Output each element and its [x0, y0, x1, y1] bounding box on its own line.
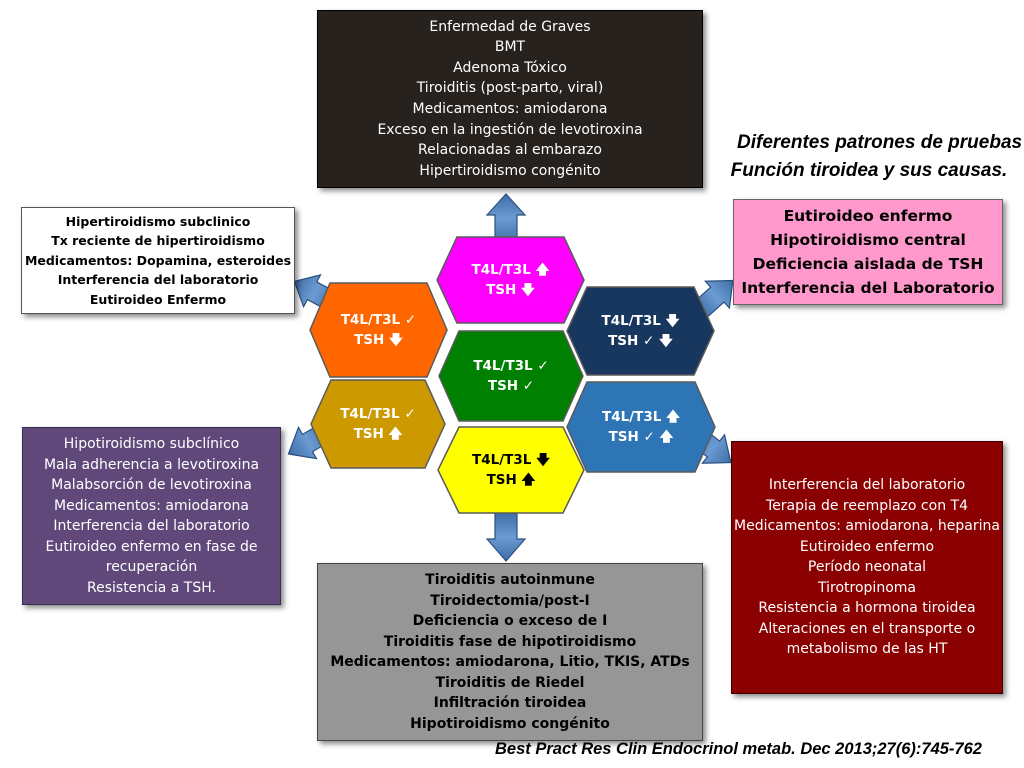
causes-box-right-item: Período neonatal — [807, 559, 927, 576]
causes-box-right-item: Resistencia a hormona tiroidea — [758, 600, 976, 617]
hexagon-upper-right-line-2: TSH ✓ 🡇 — [608, 333, 673, 349]
causes-box-bottom-item: Tiroidectomia/post-I — [430, 592, 590, 609]
hexagon-top — [436, 236, 585, 324]
causes-box-left-item: Interferencia del laboratorio — [53, 518, 250, 534]
causes-box-top-left-item: Eutiroideo Enfermo — [89, 291, 227, 307]
hexagon-top-label: T4L/T3L 🡅 TSH 🡇 — [437, 237, 584, 323]
causes-box-right-item: Alteraciones en el transporte o metaboli… — [758, 620, 976, 658]
causes-box-top-right-item: Deficiencia aislada de TSH — [752, 255, 984, 273]
hexagon-lower-left-label: T4L/T3L ✓ TSH 🡅 — [311, 380, 445, 468]
hexagon-upper-right — [566, 286, 715, 376]
hexagon-top-line-1: T4L/T3L 🡅 — [471, 261, 550, 278]
hexagon-lower-right-label: T4L/T3L 🡅 TSH ✓ 🡅 — [567, 382, 715, 472]
hexagon-lower-right-line-1: T4L/T3L 🡅 — [602, 408, 680, 425]
hexagon-upper-right-label: T4L/T3L 🡇 TSH ✓ 🡇 — [567, 287, 714, 375]
causes-box-bottom-item: Tiroiditis fase de hipotiroidismo — [383, 633, 637, 650]
hexagon-bottom — [437, 426, 585, 514]
causes-box-bottom-item: Tiroiditis autoinmune — [425, 572, 595, 588]
hexagon-lower-left — [310, 379, 446, 469]
hexagon-bottom-label: T4L/T3L 🡇 TSH 🡅 — [438, 427, 584, 513]
causes-box-bottom-item: Deficiencia o exceso de I — [412, 613, 608, 629]
hexagon-upper-left-line-2: TSH 🡇 — [354, 332, 403, 348]
citation: Best Pract Res Clin Endocrinol metab. De… — [495, 740, 982, 758]
causes-box-top-item: Adenoma Tóxico — [453, 59, 567, 76]
hexagon-lower-right — [566, 381, 716, 473]
causes-box-right-item: Medicamentos: amiodarona, heparina — [734, 518, 1000, 535]
hexagon-upper-left-line-1: T4L/T3L ✓ — [340, 311, 417, 328]
hexagon-upper-right-line-1: T4L/T3L 🡇 — [601, 312, 680, 329]
arrow-down — [485, 512, 527, 562]
slide-title-line-1: Diferentes patrones de pruebas de — [737, 132, 1024, 153]
hexagon-lower-left-line-2: TSH 🡅 — [353, 426, 403, 442]
hexagon-top-line-2: TSH 🡇 — [486, 282, 535, 298]
causes-box-right-item: Tirotropinoma — [818, 579, 916, 596]
hexagon-upper-left — [309, 282, 448, 378]
causes-box-top-right-item: Hipotiroidismo central — [770, 231, 966, 249]
causes-box-bottom-item: Medicamentos: amiodarona, Litio, TKIS, A… — [330, 654, 690, 670]
causes-box-top-item: Exceso en la ingestión de levotiroxina — [377, 121, 643, 138]
causes-box-bottom-item: Tiroiditis de Riedel — [435, 674, 585, 691]
causes-box-left-item: Mala adherencia a levotiroxina — [43, 456, 260, 473]
hexagon-lower-right-line-2: TSH ✓ 🡅 — [608, 429, 674, 445]
causes-box-right-item: Terapia de reemplazo con T4 — [766, 497, 968, 514]
causes-box-top-item: Medicamentos: amiodarona — [412, 101, 608, 117]
causes-box-top-item: Hipertiroidismo congénito — [419, 162, 601, 179]
causes-box-top-item: Tiroiditis (post-parto, viral) — [416, 80, 604, 97]
causes-box-bottom-item: Hipotiroidismo congénito — [410, 715, 610, 732]
causes-box-top-left-item: Tx reciente de hipertiroidismo — [51, 233, 265, 249]
causes-box-top-left: Hipertiroidismo subclinico Tx reciente de… — [21, 207, 295, 314]
hexagon-lower-left-line-1: T4L/T3L ✓ — [340, 405, 416, 422]
causes-box-top-left-item: Interferencia del laboratorio — [57, 272, 259, 288]
causes-box-left-item: Eutiroideo enfermo en fase de — [45, 538, 258, 555]
causes-box-right-item: Eutiroideo enfermo — [799, 538, 935, 555]
causes-box-top-item: BMT — [494, 39, 526, 56]
causes-box-top-right-item: Eutiroideo enfermo — [783, 207, 953, 225]
hexagon-center-line-2: TSH ✓ — [487, 378, 535, 394]
slide-title-line-2: Función tiroidea y sus causas. — [730, 160, 1008, 181]
causes-box-right-item: Interferencia del laboratorio — [768, 477, 966, 494]
causes-box-top-right-item: Interferencia del Laboratorio — [741, 279, 995, 297]
causes-box-left-item: Hipotiroidismo subclínico — [63, 436, 240, 452]
causes-box-left-item: Resistencia a TSH. — [87, 579, 216, 596]
causes-box-top-item: Relacionadas al embarazo — [418, 142, 602, 159]
causes-box-left-item: recuperación — [105, 559, 198, 575]
causes-box-left-item: Medicamentos: amiodarona — [54, 497, 249, 514]
hexagon-center-label: T4L/T3L ✓ TSH ✓ — [439, 331, 583, 421]
slide-title: Diferentes patrones de pruebas de Funció… — [714, 129, 1024, 185]
causes-box-top-left-item: Medicamentos: Dopamina, esteroides — [24, 252, 292, 268]
causes-box-bottom-item: Infiltración tiroidea — [433, 695, 587, 711]
causes-box-top-item: Enfermedad de Graves — [429, 18, 591, 35]
hexagon-center-line-1: T4L/T3L ✓ — [473, 357, 549, 374]
causes-box-left-item: Malabsorción de levotiroxina — [51, 477, 252, 493]
hexagon-bottom-line-2: TSH 🡅 — [486, 472, 536, 488]
hexagon-upper-left-label: T4L/T3L ✓ TSH 🡇 — [310, 283, 447, 377]
causes-box-top-left-item: Hipertiroidismo subclinico — [65, 213, 251, 229]
hexagon-bottom-line-1: T4L/T3L 🡇 — [472, 451, 550, 468]
hexagon-center — [438, 330, 584, 422]
